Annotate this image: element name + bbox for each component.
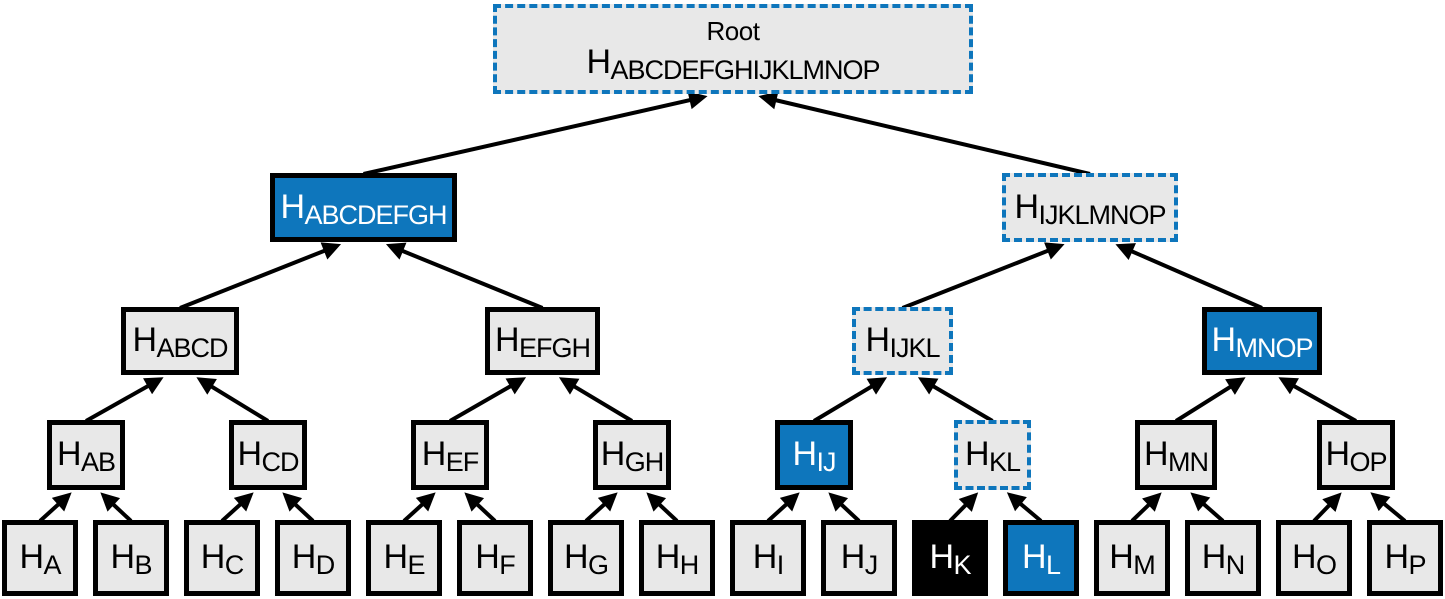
root-hash-label: HABCDEFGHIJKLMNOP (586, 42, 880, 85)
edge-arrow-l-to-kl (1006, 492, 1043, 523)
edge-arrow-i-to-ij (766, 492, 800, 523)
edge-arrow-p-to-op (1370, 492, 1407, 523)
hash-label: HO (1291, 538, 1337, 581)
hash-label: HKL (964, 435, 1021, 478)
edge-arrow-abcd-to-abcdefgh (179, 242, 342, 310)
hash-label: HF (475, 538, 516, 581)
edge-arrow-k-to-kl (948, 492, 979, 523)
node-h-ef: HEF (411, 420, 489, 490)
node-h-c: HC (184, 520, 260, 596)
node-h-m: HM (1094, 520, 1170, 596)
node-h-mnop: HMNOP (1202, 307, 1322, 375)
hash-label: HEFGH (494, 321, 591, 364)
hash-label: HABCDEFGH (280, 187, 447, 230)
node-h-abcdefgh: HABCDEFGH (270, 173, 457, 242)
node-h-cd: HCD (229, 420, 307, 490)
node-h-ijkl: HIJKL (852, 307, 953, 375)
edge-arrow-kl-to-ijkl (917, 377, 994, 423)
edge-arrow-m-to-mn (1130, 492, 1162, 523)
node-h-e: HE (366, 520, 442, 596)
edge-arrow-h-to-gh (646, 492, 679, 523)
edge-arrow-o-to-op (1312, 492, 1342, 523)
hash-label: HC (200, 538, 245, 581)
node-h-kl: HKL (954, 420, 1031, 490)
hash-label: HEF (421, 435, 480, 478)
node-h-efgh: HEFGH (485, 307, 600, 375)
node-h-op: HOP (1317, 420, 1395, 490)
hash-label: HIJKLMNOP (1014, 187, 1166, 230)
hash-label: HI (752, 538, 785, 581)
hash-label: HB (110, 538, 152, 581)
hash-label: HOP (1325, 435, 1387, 478)
hash-label: HM (1109, 538, 1156, 581)
hash-label: HCD (237, 435, 299, 478)
hash-label: HIJ (792, 435, 836, 478)
hash-label: HMN (1143, 435, 1209, 478)
edge-arrow-a-to-ab (38, 492, 72, 523)
edge-arrow-n-to-mn (1190, 492, 1225, 523)
edge-arrow-efgh-to-abcdefgh (385, 242, 544, 310)
node-h-ijklmnop: HIJKLMNOP (1002, 173, 1178, 242)
hash-label: HGH (600, 435, 665, 478)
edge-arrow-cd-to-abcd (196, 377, 270, 423)
hash-label: HH (655, 538, 700, 581)
node-h-f: HF (457, 520, 533, 596)
edge-arrow-e-to-ef (402, 492, 436, 523)
edge-arrow-mn-to-mnop (1174, 377, 1246, 423)
edge-arrow-gh-to-efgh (558, 377, 634, 423)
edge-arrow-g-to-gh (584, 492, 618, 523)
hash-label: HMNOP (1211, 321, 1313, 364)
edge-arrow-f-to-ef (464, 492, 497, 523)
edge-arrow-ij-to-ijkl (812, 377, 888, 423)
node-h-ij: HIJ (775, 420, 853, 490)
edge-arrow-d-to-cd (282, 492, 315, 523)
hash-label: HL (1021, 538, 1061, 581)
node-h-b: HB (93, 520, 169, 596)
node-h-l: HL (1003, 520, 1079, 596)
edge-arrow-c-to-cd (220, 492, 254, 523)
node-h-ab: HAB (47, 420, 125, 490)
edge-arrow-ijklmnop-to-root (758, 91, 1091, 176)
edge-arrow-j-to-ij (828, 492, 861, 523)
hash-label: HA (19, 538, 61, 581)
edge-arrow-abcdefgh-to-root (363, 91, 708, 176)
edge-arrow-mnop-to-ijklmnop (1115, 243, 1263, 310)
edge-arrow-b-to-ab (100, 492, 133, 523)
hash-label: HABCD (132, 321, 228, 364)
node-root: Root HABCDEFGHIJKLMNOP (493, 4, 973, 94)
hash-label: HG (563, 538, 609, 581)
hash-label: HIJKL (865, 321, 940, 364)
hash-label: HD (291, 538, 336, 581)
node-h-o: HO (1276, 520, 1352, 596)
node-h-gh: HGH (593, 420, 671, 490)
node-h-h: HH (639, 520, 715, 596)
hash-label: HE (383, 538, 425, 581)
hash-label: HN (1201, 538, 1246, 581)
node-h-g: HG (548, 520, 624, 596)
hash-label: HP (1384, 538, 1426, 581)
node-h-k: HK (912, 520, 988, 596)
edge-arrow-ab-to-abcd (85, 377, 164, 423)
root-title: Root (706, 15, 760, 46)
node-h-d: HD (275, 520, 351, 596)
node-h-n: HN (1185, 520, 1261, 596)
hash-label: HJ (840, 538, 879, 581)
node-h-a: HA (2, 520, 78, 596)
node-h-mn: HMN (1135, 420, 1217, 490)
node-h-i: HI (730, 520, 806, 596)
edge-arrow-op-to-mnop (1278, 377, 1357, 423)
node-h-abcd: HABCD (121, 307, 239, 375)
node-h-p: HP (1367, 520, 1443, 596)
edge-arrow-ijkl-to-ijklmnop (901, 242, 1065, 310)
hash-label: HAB (56, 435, 116, 478)
node-h-j: HJ (821, 520, 897, 596)
edge-arrow-ef-to-efgh (449, 377, 527, 423)
hash-label: HK (929, 538, 971, 581)
